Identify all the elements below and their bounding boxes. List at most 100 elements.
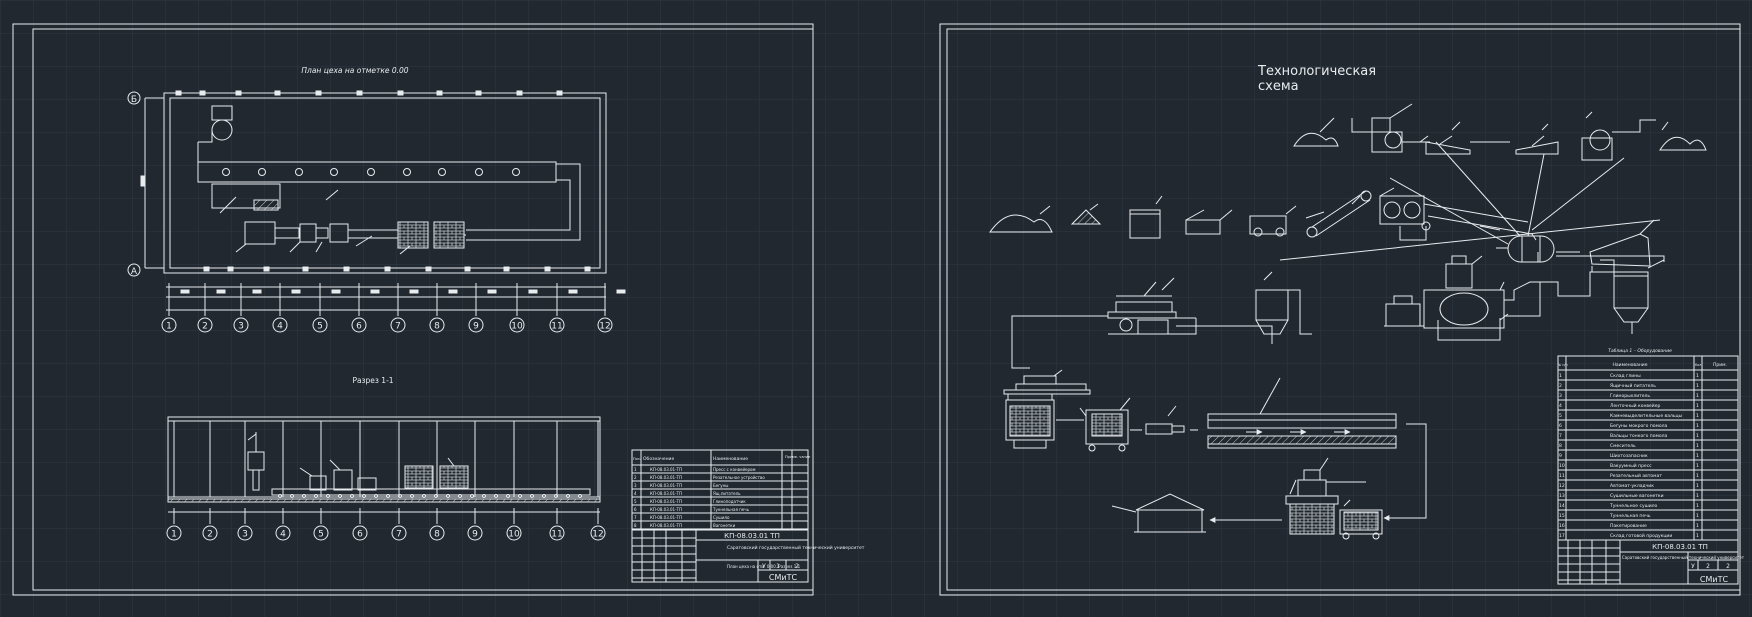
equipment-cell-qty: 1 (1696, 533, 1699, 539)
section-car-wheel (470, 494, 474, 498)
scheme-top-row (1293, 103, 1707, 161)
plan-axis-bubble (312, 317, 328, 333)
plan-axis-bubble (197, 317, 213, 333)
plan-dimension-strip (166, 286, 606, 311)
spec-cell-designation: КП-08.03.01-ТП (650, 475, 682, 480)
section-axis-label: 1 (171, 530, 177, 540)
equipment-cell-pos: 12 (1559, 483, 1565, 489)
plan-wall-tick (556, 90, 563, 96)
equipment-cell-name: Туннельное сушило (1609, 503, 1658, 509)
section-axis-label: 10 (508, 530, 520, 540)
equipment-cell-qty: 1 (1696, 423, 1699, 429)
scheme-third-row (1107, 255, 1665, 344)
right-stamp-cell-1: У (1691, 563, 1695, 570)
plan-axis-label: 12 (599, 322, 610, 332)
plan-wall-tick (384, 266, 391, 272)
spec-cell-name: Глиноподатчик (713, 499, 746, 504)
section-car-wheel (302, 494, 306, 498)
plan-kiln-opening (475, 168, 483, 176)
spec-cell-designation: КП-08.03.01-ТП (650, 483, 682, 488)
plan-window-mark (370, 289, 380, 294)
scheme-title-line1: Технологическая (1257, 64, 1376, 79)
sheet-plan-and-section: План цеха на отметке 0.00 Б А (12, 23, 865, 596)
spec-header-designation: Обозначение (643, 456, 674, 462)
scheme-fifth-row (1111, 457, 1383, 540)
spec-cell-designation: КП-08.03.01-ТП (650, 515, 682, 520)
equipment-cell-name: Вакуумный пресс (1610, 462, 1652, 469)
section-car-wheel (326, 494, 330, 498)
section-car-wheel (362, 494, 366, 498)
section-car-wheel (338, 494, 342, 498)
spec-cell-pos: 2 (634, 475, 637, 480)
section-car-wheel (494, 494, 498, 498)
plan-leader-lines (219, 189, 411, 255)
section-axis-bubble (313, 525, 329, 541)
spec-cell-designation: КП-08.03.01-ТП (650, 491, 682, 496)
equipment-cell-qty: 1 (1696, 493, 1699, 499)
plan-axis-label: 11 (551, 322, 562, 332)
plan-wall-tick (544, 266, 551, 272)
equipment-cell-qty: 1 (1696, 433, 1699, 439)
section-car-wheel (278, 494, 282, 498)
equipment-cell-qty: 1 (1696, 413, 1699, 419)
equipment-cell-name: Резательный автомат (1610, 472, 1662, 479)
left-stamp-org: Саратовский государственный технический … (727, 544, 865, 551)
equipment-cell-pos: 13 (1559, 493, 1565, 499)
equipment-cell-name: Камневыделительные вальцы (1610, 413, 1683, 419)
plan-axis-bubble (351, 317, 367, 333)
plan-axis-bubble (390, 317, 406, 333)
plan-wall-tick (227, 266, 234, 272)
section-columns (173, 421, 599, 497)
equipment-cell-qty: 1 (1696, 463, 1699, 469)
plan-axis-label: 4 (277, 322, 283, 332)
plan-wall-tick (274, 90, 281, 96)
section-axis-label: 6 (357, 530, 363, 540)
equipment-cell-pos: 5 (1559, 413, 1562, 419)
right-stamp-org: Саратовский государственный технический … (1622, 555, 1745, 560)
equipment-cell-name: Склад глины (1610, 373, 1641, 379)
right-stamp-signature-grid (1558, 540, 1620, 584)
section-car-wheel (398, 494, 402, 498)
spec-header-note: Приме- чание (785, 455, 810, 459)
plan-window-mark (448, 289, 458, 294)
spec-cell-name: Бегуны (713, 483, 728, 488)
plan-axis-label: 6 (356, 322, 362, 332)
equipment-cell-pos: 4 (1559, 403, 1562, 409)
section-car-wheel (434, 494, 438, 498)
equipment-cell-name: Ящичный питатель (1610, 382, 1656, 389)
plan-wall-tick (436, 90, 443, 96)
section-car-wheel (530, 494, 534, 498)
left-stamp-signature-grid (632, 530, 696, 582)
equipment-cell-name: Ленточный конвейер (1610, 402, 1661, 409)
equipment-cell-name: Автомат-укладчик (1610, 483, 1654, 489)
equipment-cell-pos: 7 (1559, 433, 1562, 439)
equipment-cell-pos: 3 (1559, 393, 1562, 399)
plan-wall-tick (503, 266, 510, 272)
section-axis-bubble (166, 525, 182, 541)
section-car-wheel (290, 494, 294, 498)
equipment-cell-qty: 1 (1696, 483, 1699, 489)
plan-wall-tick (464, 266, 471, 272)
spec-cell-name: Вагонетки (713, 523, 736, 528)
plan-kiln-opening (512, 168, 520, 176)
plan-tunnel-kiln (197, 161, 581, 241)
plan-axis-bubble (233, 317, 249, 333)
spec-cell-name: Пресс с конвейером (713, 467, 756, 472)
equipment-cell-qty: 1 (1696, 403, 1699, 409)
plan-window-mark (331, 289, 341, 294)
equipment-cell-pos: 9 (1559, 453, 1562, 459)
left-stamp-sheet-name: План цеха на отм. 0.00. Разрез 1-1 (727, 564, 801, 569)
section-car-wheel (386, 494, 390, 498)
left-stamp-group: СМиТС (769, 573, 798, 582)
plan-wall-tick (425, 266, 432, 272)
plan-window-mark (487, 289, 497, 294)
section-axis-label: 5 (318, 530, 324, 540)
plan-kiln-opening (403, 168, 411, 176)
section-axis-label: 8 (434, 530, 440, 540)
right-stamp (1558, 540, 1738, 584)
spec-cell-pos: 5 (634, 499, 637, 504)
section-axis-bubble (237, 525, 253, 541)
section-axis-label: 7 (396, 530, 402, 540)
